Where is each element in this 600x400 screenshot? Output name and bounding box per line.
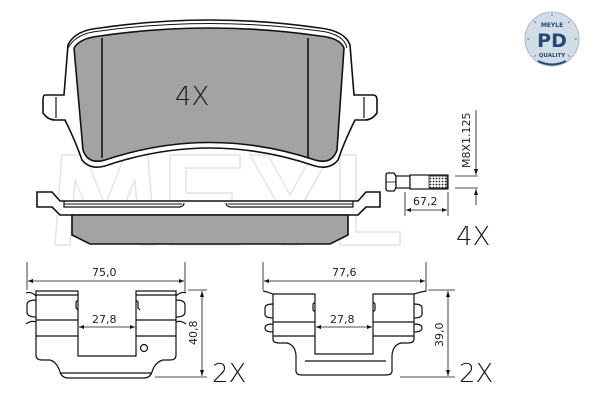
badge-top-text: MEYLE [541,22,563,29]
clip-left-height-label: 40,8 [187,321,200,346]
clip-right-quantity-label: 2X [459,359,493,389]
clip-right-drawing [262,262,455,378]
badge-bottom-text: QUALITY [539,53,567,59]
clip-left-width-label: 75,0 [92,266,117,279]
friction-material [73,27,345,163]
bolt-quantity-label: 4X [456,222,490,252]
clip-right-width-label: 77,6 [332,266,357,279]
pad-quantity-label: 4X [175,82,209,112]
clip-left-drawing [25,262,207,379]
brake-pad-side-view [36,191,381,245]
bolt-length-label: 67,2 [413,195,438,208]
clip-right-height-label: 39,0 [433,323,446,348]
bolt-drawing: 67,2 M8X1.125 4X [385,110,490,252]
badge-center-text: PD [537,30,567,52]
clip-left-inner-width-label: 27,8 [92,313,117,326]
meyle-pd-quality-badge: MEYLE PD QUALITY [522,9,582,69]
clip-left-quantity-label: 2X [212,359,246,389]
friction-material-side [71,214,349,245]
brake-pad-face-view: 4X [42,19,378,168]
bolt-thread-label: M8X1.125 [460,112,473,168]
clip-right-inner-width-label: 27,8 [330,313,355,326]
